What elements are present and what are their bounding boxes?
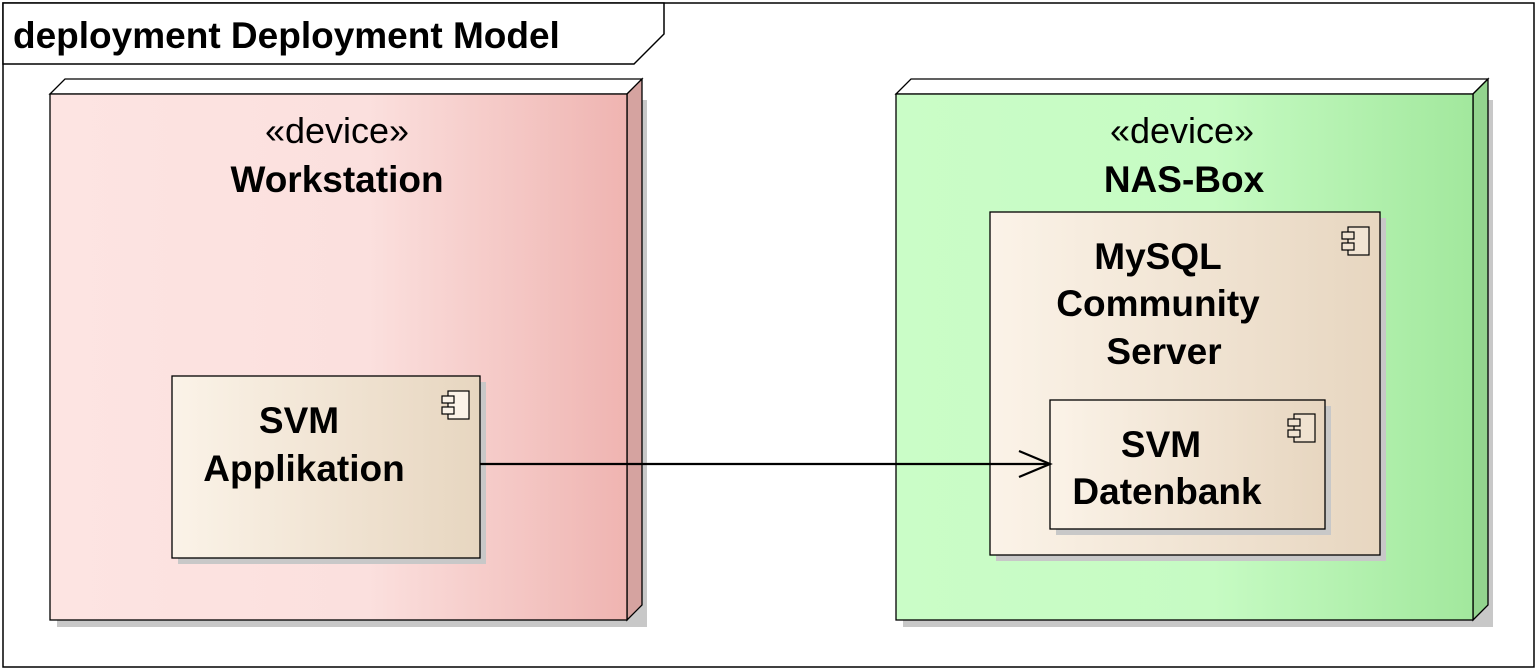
component-label-line-2: Applikation xyxy=(203,448,404,489)
component-label-line-1: SVM xyxy=(259,400,339,441)
arrowhead-icon xyxy=(1018,449,1053,479)
component-svm-datenbank[interactable]: SVM Datenbank xyxy=(1049,399,1331,535)
component-icon xyxy=(1287,413,1316,443)
component-label-line-2: Datenbank xyxy=(1072,471,1262,512)
component-icon xyxy=(1341,226,1370,256)
component-svm-applikation[interactable]: SVM Applikation xyxy=(171,375,486,564)
component-body xyxy=(171,375,481,559)
node-name: NAS-Box xyxy=(1104,159,1265,200)
component-icon xyxy=(441,390,470,420)
node-name: Workstation xyxy=(230,159,443,200)
component-label-line-1: MySQL xyxy=(1094,236,1221,277)
component-label-line-1: SVM xyxy=(1121,424,1201,465)
node-side-face xyxy=(626,77,643,622)
component-label-line-2: Community xyxy=(1056,283,1260,324)
component-label-line-3: Server xyxy=(1106,331,1221,372)
component-body xyxy=(1049,399,1326,530)
node-stereotype: «device» xyxy=(265,110,409,151)
frame-title: deployment Deployment Model xyxy=(13,15,560,56)
node-top-face xyxy=(48,78,644,95)
node-side-face xyxy=(1472,77,1489,622)
dependency-arrow[interactable] xyxy=(480,449,1053,479)
node-stereotype: «device» xyxy=(1110,110,1254,151)
node-top-face xyxy=(894,78,1490,95)
frame-title-tab xyxy=(2,2,665,65)
